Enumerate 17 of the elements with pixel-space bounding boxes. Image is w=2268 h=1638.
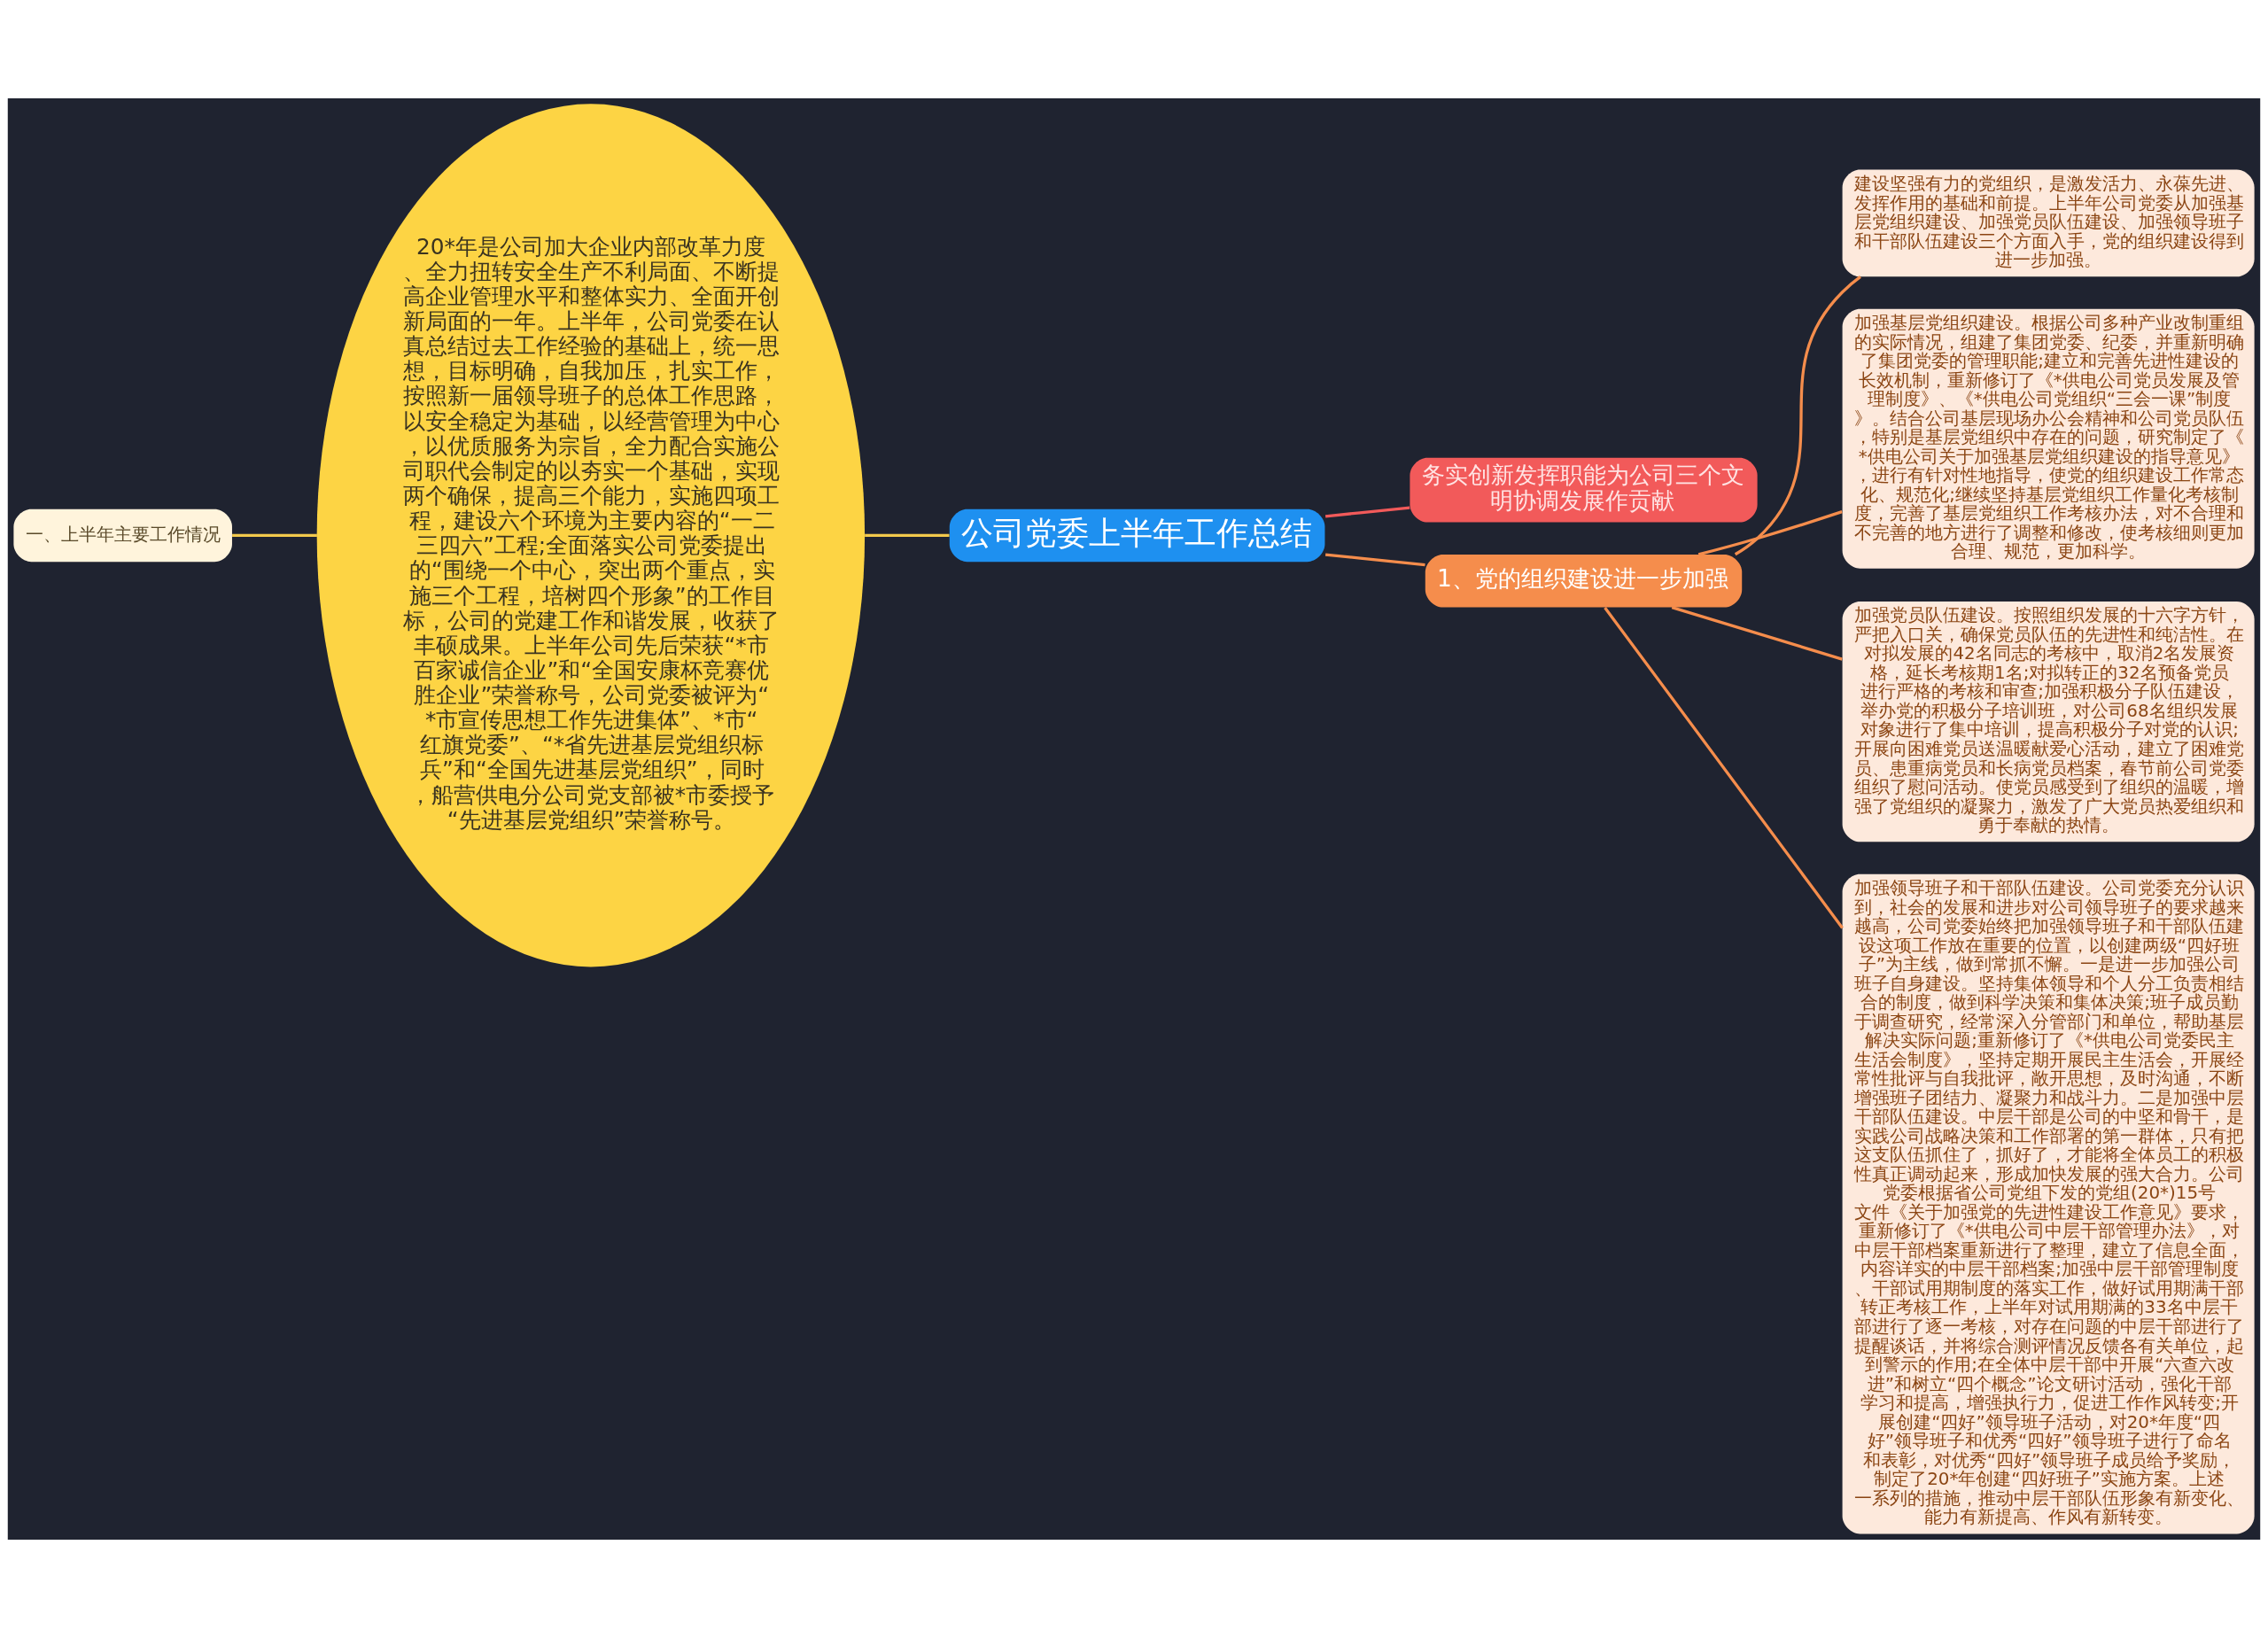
node-box: 一、上半年主要工作情况 [13,508,232,563]
connector [865,533,950,538]
node-box: 务实创新发挥职能为公司三个文明协调发展作贡献 [1410,457,1758,523]
node-box: 加强党员队伍建设。按照组织发展的十六字方针，严把入口关，确保党员队伍的先进性和纯洁性。在对拟发展的42名同志的考核中，取消2名发展资格，延长考核期1名;对拟转正的32名预备党员进行严格的考核和审查;加强积极分子队伍建设，举办党的积极分子培训班，对公司68名组织发展对象进行了集中培训，提高积极分子对党的认识;开展向困难党员送温暖献爱心活动，建立了困难党员、患重病党员和长病党员档案，春节前公司党委组织了慰问活动。使党员感受到了组织的温暖，增强了党组织的凝聚力，激发了广大党员热爱组织和勇于奉献的热情。 [1842,601,2255,842]
node-ellipse: 20*年是公司加大企业内部改革力度、全力扭转安全生产不利局面、不断提高企业管理水平和整体实力、全面开创新局面的一年。上半年，公司党委在认真总结过去工作经验的基础上，统一思想，目标明确，自我加压，扎实工作，按照新一届领导班子的总体工作思路，以安全稳定为基础，以经营管理为中心，以优质服务为宗旨，全力配合实施公司职代会制定的以夯实一个基础，实现两个确保，提高三个能力，实施四项工程，建设六个环境为主要内容的“一二三四六”工程;全面落实公司党委提出的“围绕一个中心，突出两个重点，实施三个工程，培树四个形象”的工作目标，公司的党建工作和谐发展，收获了丰硕成果。上半年公司先后荣获“*市百家诚信企业”和“全国安康杯竞赛优胜企业”荣誉称号，公司党委被评为“*市宣传思想工作先进集体”、*市“红旗党委”、“*省先进基层党组织标兵”和“全国先进基层党组织”，同时，船营供电分公司党支部被*市委授予“先进基层党组织”荣誉称号。 [316,104,866,967]
connector [1697,510,1843,556]
connector [1671,606,1843,661]
connector [1324,553,1425,567]
node-box: 加强领导班子和干部队伍建设。公司党委充分认识到，社会的发展和进步对公司领导班子的要求越来越高，公司党委始终把加强领导班子和干部队伍建设这项工作放在重要的位置，以创建两级“四好班子”为主线，做到常抓不懈。一是进一步加强公司班子自身建设。坚持集体领导和个人分工负责相结合的制度，做到科学决策和集体决策;班子成员勤于调查研究，经常深入分管部门和单位，帮助基层解决实际问题;重新修订了《*供电公司党委民主生活会制度》，坚持定期开展民主生活会，开展经常性批评与自我批评，敞开思想，及时沟通，不断增强班子团结力、凝聚力和战斗力。二是加强中层干部队伍建设。中层干部是公司的中坚和骨干，是实践公司战略决策和工作部署的第一群体，只有把这支队伍抓住了，抓好了，才能将全体员工的积极性真正调动起来，形成加快发展的强大合力。公司党委根据省公司党组下发的党组(20*)15号文件《关于加强党的先进性建设工作意见》要求，重新修订了《*供电公司中层干部管理办法》，对中层干部档案重新进行了整理，建立了信息全面，内容详实的中层干部档案;加强中层干部管理制度、干部试用期制度的落实工作，做好试用期满干部转正考核工作，上半年对试用期满的33名中层干部进行了逐一考核，对存在问题的中层干部进行了提醒谈话，并将综合测评情况反馈各有关单位，起到警示的作用;在全体中层干部中开展“六查六改进”和树立“四个概念”论文研讨活动，强化干部学习和提高，增强执行力，促进工作作风转变;开展创建“四好”领导班子活动，对20*年度“四好”领导班子和优秀“四好”领导班子进行了命名和表彰，对优秀“四好”领导班子成员给予奖励，制定了20*年创建“四好班子”实施方案。上述一系列的措施，推动中层干部队伍形象有新变化、能力有新提高、作风有新转变。 [1842,873,2255,1534]
node-box: 公司党委上半年工作总结 [949,508,1325,563]
connector [232,533,317,538]
connector [1324,506,1410,518]
node-box: 加强基层党组织建设。根据公司多种产业改制重组的实际情况，组建了集团党委、纪委，并重新明确了集团党委的管理职能;建立和完善先进性建设的长效机制，重新修订了《*供电公司党员发展及管理制度》、《*供电公司党组织“三会一课”制度》。结合公司基层现场办公会精神和公司党员队伍，特别是基层党组织中存在的问题，研究制定了《*供电公司关于加强基层党组织建设的指导意见》，进行有针对性地指导，使党的组织建设工作常态化、规范化;继续坚持基层党组织工作量化考核制度，完善了基层党组织工作考核办法，对不合理和不完善的地方进行了调整和修改，使考核细则更加合理、规范，更加科学。 [1842,308,2255,569]
connector [1734,276,1861,556]
node-box: 1、党的组织建设进一步加强 [1425,554,1743,608]
node-box: 建设坚强有力的党组织，是激发活力、永葆先进、发挥作用的基础和前提。上半年公司党委从加强基层党组织建设、加强党员队伍建设、加强领导班子和干部队伍建设三个方面入手，党的组织建设得到进一步加强。 [1842,169,2255,277]
connector [1604,606,1844,929]
